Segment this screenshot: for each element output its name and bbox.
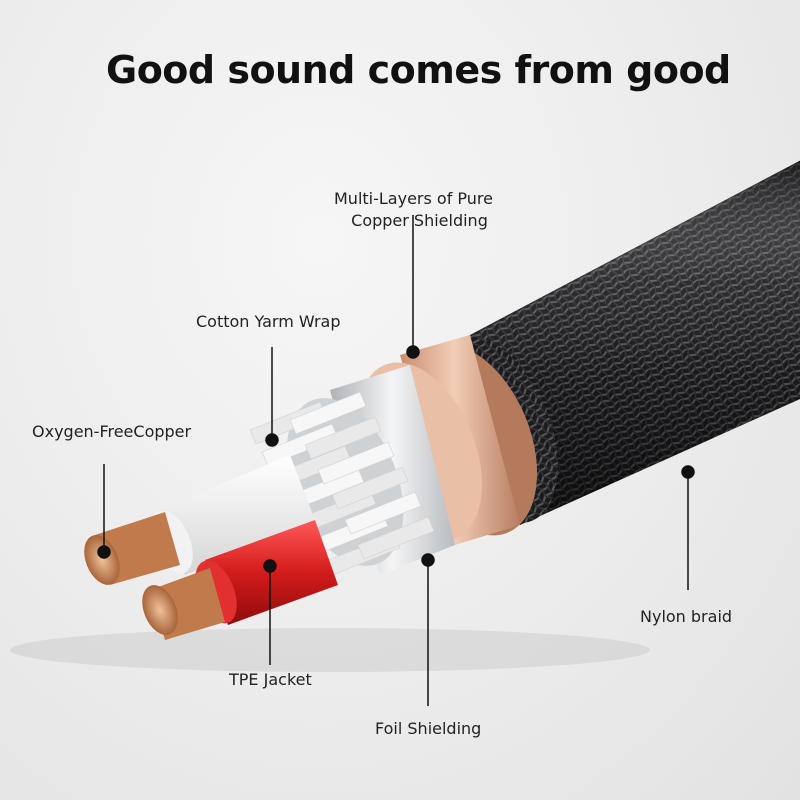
foil-shielding-marker [421,553,435,567]
tpe-jacket-marker [263,559,277,573]
cotton-wrap-label: Cotton Yarm Wrap [196,312,341,331]
cotton-yarn-wrap [249,391,435,577]
tpe-jacket-label: TPE Jacket [229,670,312,689]
foil-shielding-label: Foil Shielding [375,719,482,738]
nylon-braid-label: Nylon braid [640,607,733,626]
copper-shielding-marker [406,345,420,359]
cable-shadow [10,628,650,672]
cotton-fiber [317,441,395,485]
cotton-fiber [289,391,367,435]
copper-shielding-label: Multi-Layers of Pure Copper Shielding [334,188,493,232]
headline: Good sound comes from good [106,48,731,92]
cotton-fiber [357,516,435,560]
cotton-fiber [331,466,409,510]
copper-shielding-label-line1: Multi-Layers of Pure [334,189,493,208]
cotton-wrap-marker [265,433,279,447]
white-wire [84,455,315,585]
oxygen-free-copper-label: Oxygen-FreeCopper [32,422,192,441]
callouts [97,215,695,706]
nylon-braid-marker [681,465,695,479]
copper-shielding-label-line2: Copper Shielding [351,211,488,230]
copper-wire-marker [97,545,111,559]
cotton-fiber [344,491,422,535]
cotton-fiber [304,416,382,460]
